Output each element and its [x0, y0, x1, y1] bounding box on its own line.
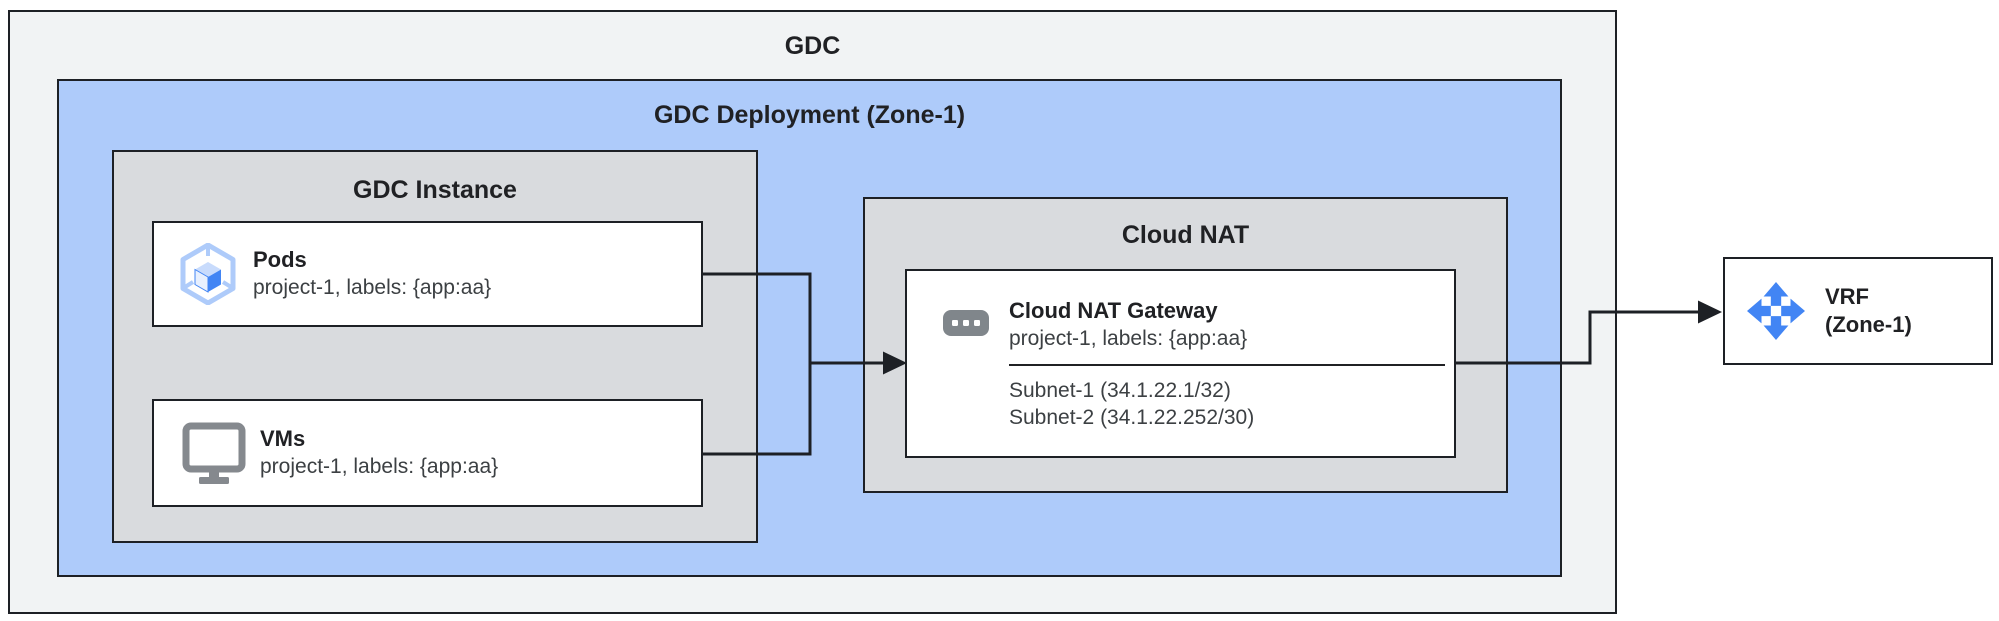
- subnet-1-label: Subnet-1 (34.1.22.1/32): [1009, 379, 1231, 402]
- pods-subtitle: project-1, labels: {app:aa}: [253, 276, 492, 299]
- vm-monitor-icon: [182, 422, 246, 484]
- vms-title: VMs: [260, 426, 306, 451]
- vms-node: VMs project-1, labels: {app:aa}: [152, 399, 703, 507]
- gdc-instance-title: GDC Instance: [353, 176, 517, 204]
- gdc-deployment-title: GDC Deployment (Zone-1): [653, 101, 966, 129]
- nat-gateway-node: Cloud NAT Gateway project-1, labels: {ap…: [905, 269, 1456, 458]
- vms-subtitle: project-1, labels: {app:aa}: [260, 455, 499, 478]
- pods-title: Pods: [253, 247, 307, 272]
- vrf-arrows-icon: [1747, 282, 1805, 340]
- cloud-nat-title: Cloud NAT: [1121, 221, 1250, 249]
- subnet-2-label: Subnet-2 (34.1.22.252/30): [1009, 406, 1255, 429]
- gateway-divider: [1009, 364, 1445, 366]
- gke-pods-icon: [180, 243, 236, 305]
- nat-gateway-icon: [943, 310, 989, 336]
- nat-gateway-subtitle: project-1, labels: {app:aa}: [1009, 327, 1248, 350]
- vrf-node: VRF (Zone-1): [1723, 257, 1993, 365]
- vrf-title: VRF: [1825, 284, 1869, 309]
- pods-node: Pods project-1, labels: {app:aa}: [152, 221, 703, 327]
- vrf-subtitle: (Zone-1): [1825, 312, 1912, 337]
- nat-gateway-title: Cloud NAT Gateway: [1009, 298, 1218, 323]
- gdc-title: GDC: [784, 32, 841, 60]
